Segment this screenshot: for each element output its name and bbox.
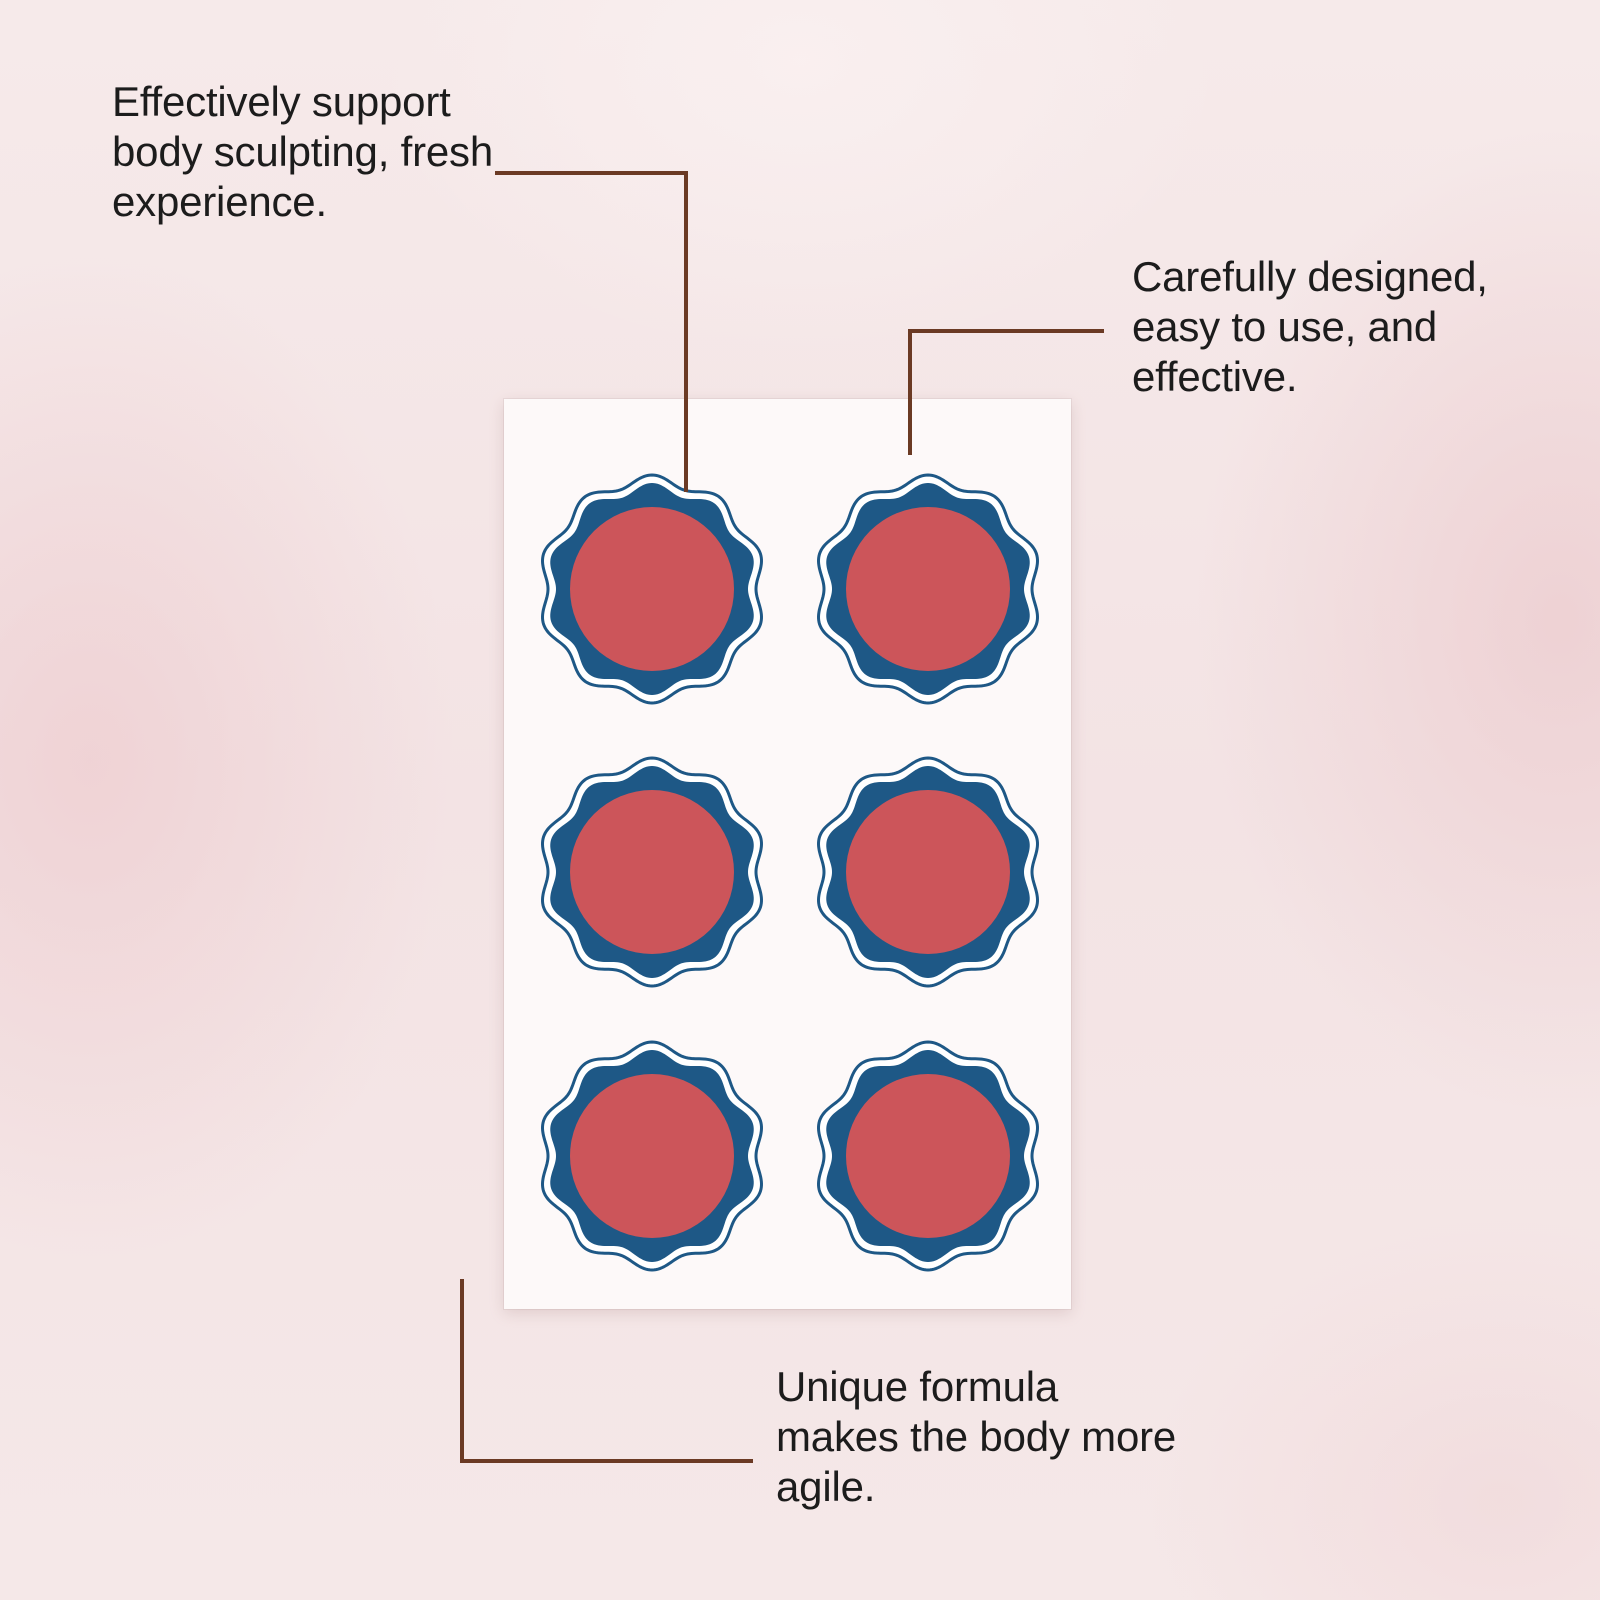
- patch-sheet: [504, 399, 1071, 1309]
- patch-3: [534, 754, 770, 990]
- patch-center: [570, 507, 734, 671]
- patch-center: [846, 1074, 1010, 1238]
- caption-body-sculpting: Effectively support body sculpting, fres…: [112, 77, 493, 227]
- caption-carefully-designed: Carefully designed, easy to use, and eff…: [1132, 252, 1488, 402]
- patch-graphic: [817, 756, 1039, 988]
- patch-5: [534, 1038, 770, 1274]
- caption-line: effective.: [1132, 353, 1298, 400]
- patch-4: [810, 754, 1046, 990]
- patch-graphic: [817, 1040, 1039, 1272]
- caption-line: easy to use, and: [1132, 303, 1438, 350]
- caption-line: Unique formula: [776, 1363, 1059, 1410]
- patch-center: [846, 507, 1010, 671]
- patch-graphic: [541, 756, 763, 988]
- caption-line: makes the body more: [776, 1413, 1177, 1460]
- patch-center: [570, 1074, 734, 1238]
- patch-6: [810, 1038, 1046, 1274]
- patch-graphic: [541, 1040, 763, 1272]
- caption-line: body sculpting, fresh: [112, 128, 494, 175]
- caption-line: Effectively support: [112, 78, 451, 125]
- patch-center: [846, 790, 1010, 954]
- patch-1: [534, 471, 770, 707]
- patch-graphic: [817, 473, 1039, 705]
- caption-line: agile.: [776, 1463, 876, 1510]
- caption-line: experience.: [112, 178, 327, 225]
- caption-line: Carefully designed,: [1132, 253, 1488, 300]
- caption-unique-formula: Unique formula makes the body more agile…: [776, 1362, 1176, 1512]
- patch-center: [570, 790, 734, 954]
- patch-graphic: [541, 473, 763, 705]
- patch-2: [810, 471, 1046, 707]
